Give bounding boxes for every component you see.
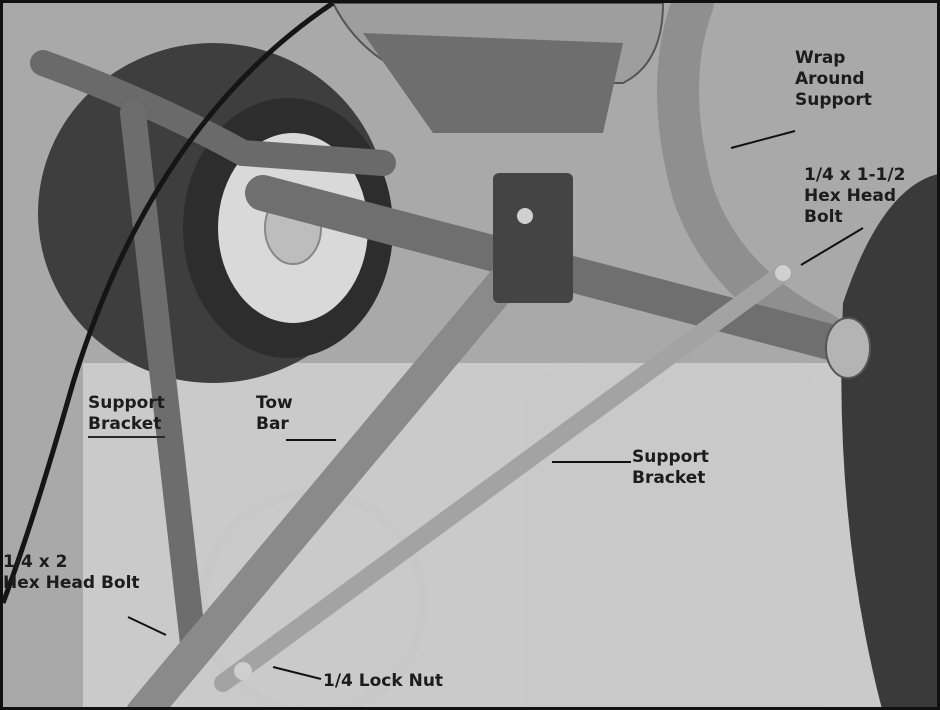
hitch-plate	[493, 173, 573, 303]
bolt-head	[517, 208, 533, 224]
right-support-bracket	[214, 264, 792, 692]
label-lock-nut: 1/4 Lock Nut	[323, 671, 444, 691]
hopper-base	[363, 33, 623, 133]
label-wrap-around-support: Wrap Around Support	[795, 48, 872, 110]
leader-line-hex-bolt-1-5	[800, 227, 864, 266]
wrap-around-support-pipe	[657, 3, 844, 354]
label-hex-bolt-1-1-2: 1/4 x 1-1/2 Hex Head Bolt	[804, 165, 906, 227]
watermark-shape	[523, 363, 823, 707]
label-hex-bolt-2: 1/4 x 2 Hex Head Bolt	[3, 552, 140, 593]
cable	[3, 3, 335, 604]
upper-frame-bar	[30, 50, 396, 176]
label-support-bracket-right: Support Bracket	[632, 447, 709, 488]
left-support-bracket	[120, 100, 206, 656]
leader-line-lock-nut	[272, 666, 322, 680]
label-tow-bar: Tow Bar	[256, 393, 293, 434]
leader-line-hex-bolt-2	[127, 616, 167, 636]
right-tire	[841, 174, 937, 707]
leader-line-wrap-support	[730, 130, 796, 149]
axle-collar	[825, 317, 871, 379]
label-support-bracket-left: Support Bracket	[88, 393, 165, 438]
bracket-bolt-head	[775, 265, 791, 281]
lock-nut	[234, 662, 252, 680]
spreader-photo	[3, 3, 937, 707]
tow-bar	[127, 266, 520, 707]
